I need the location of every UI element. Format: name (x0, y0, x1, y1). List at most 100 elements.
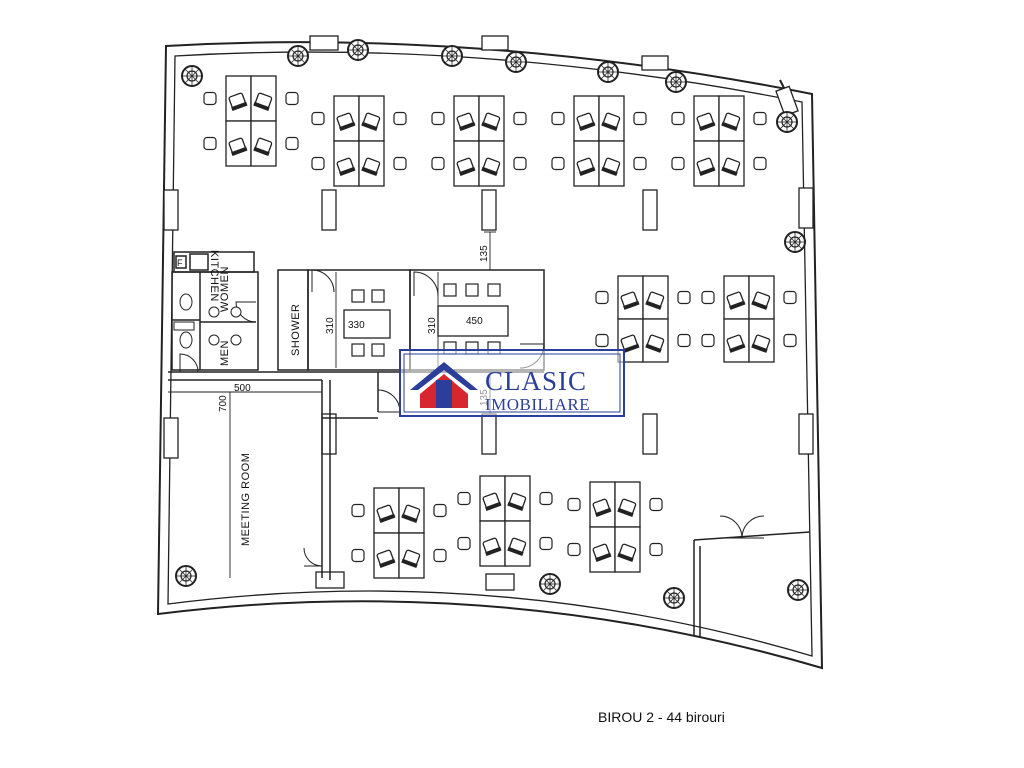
restroom-fixtures (173, 293, 242, 349)
office-chair (401, 549, 421, 569)
visitor-chair (203, 91, 217, 106)
desk-cluster (311, 95, 407, 187)
meeting-chair (465, 283, 479, 297)
label-kitchen: KITCHEN (208, 250, 220, 302)
visitor-chair (701, 290, 715, 305)
visitor-chair (393, 111, 407, 126)
visitor-chair (433, 503, 447, 518)
office-chair (482, 537, 502, 557)
meeting-chair (371, 289, 385, 303)
dim-700: 700 (218, 395, 229, 412)
office-chair (721, 157, 741, 177)
meeting-tables (343, 305, 509, 339)
visitor-chair (393, 156, 407, 171)
dim-310-b: 310 (427, 317, 438, 334)
visitor-chair (649, 542, 663, 557)
office-chair (696, 112, 716, 132)
dim-450: 450 (466, 316, 483, 327)
visitor-chair (311, 111, 325, 126)
visitor-chair (539, 491, 553, 506)
office-chair (601, 112, 621, 132)
visitor-chair (551, 156, 565, 171)
visitor-chair (431, 111, 445, 126)
visitor-chair (783, 290, 797, 305)
visitor-chair (753, 156, 767, 171)
visitor-chair (671, 111, 685, 126)
visitor-chair (567, 497, 581, 512)
office-chair (481, 157, 501, 177)
column (347, 39, 369, 61)
meeting-chair (487, 283, 501, 297)
column (539, 573, 561, 595)
office-chair (228, 92, 248, 112)
office-chair (751, 291, 771, 310)
visitor-chair (649, 497, 663, 512)
logo-line2: IMOBILIARE (485, 395, 590, 414)
desk-cluster (701, 275, 797, 363)
office-chair (645, 334, 665, 353)
visitor-chair (633, 111, 647, 126)
office-chair (507, 492, 527, 512)
office-chair (481, 112, 501, 132)
office-chair (456, 112, 476, 132)
office-chair (620, 334, 640, 353)
visitor-chair (783, 333, 797, 348)
office-chair (751, 334, 771, 353)
desk-cluster (457, 475, 553, 567)
visitor-chair (285, 91, 299, 106)
plan-caption: BIROU 2 - 44 birouri (598, 709, 725, 725)
column (784, 231, 806, 253)
office-chair (592, 498, 612, 518)
desk-cluster (431, 95, 527, 187)
office-chair (336, 157, 356, 177)
column (441, 45, 463, 67)
office-chair (617, 543, 637, 563)
label-men: MEN (219, 340, 231, 366)
office-chair (721, 112, 741, 132)
visitor-chair (311, 156, 325, 171)
visitor-chair (539, 536, 553, 551)
office-chair (576, 157, 596, 177)
visitor-chair (431, 156, 445, 171)
visitor-chair (595, 333, 609, 348)
visitor-chair (633, 156, 647, 171)
office-chair (253, 137, 273, 157)
logo-line1: CLASIC (485, 366, 587, 396)
visitor-chair (551, 111, 565, 126)
column (181, 65, 203, 87)
office-chair (696, 157, 716, 177)
column (663, 587, 685, 609)
office-chair (601, 157, 621, 177)
office-chair (361, 112, 381, 132)
visitor-chair (457, 536, 471, 551)
column (597, 61, 619, 83)
house-roof-icon (410, 362, 478, 408)
label-shower: SHOWER (290, 304, 302, 357)
meeting-chair (351, 343, 365, 357)
visitor-chair (753, 111, 767, 126)
office-chair (401, 504, 421, 524)
visitor-chair (513, 156, 527, 171)
visitor-chair (351, 503, 365, 518)
clasic-imobiliare-logo: CLASIC IMOBILIARE (399, 349, 625, 417)
office-chair (507, 537, 527, 557)
column (175, 565, 197, 587)
office-chair (726, 334, 746, 353)
visitor-chair (567, 542, 581, 557)
visitor-chair (285, 136, 299, 151)
visitor-chair (513, 111, 527, 126)
visitor-chair (351, 548, 365, 563)
structural-columns (175, 39, 809, 609)
office-chair (576, 112, 596, 132)
office-chair (336, 112, 356, 132)
dim-310-a: 310 (325, 317, 336, 334)
visitor-chair (671, 156, 685, 171)
office-chair (456, 157, 476, 177)
visitor-chair (457, 491, 471, 506)
office-chair (726, 291, 746, 310)
office-chair (592, 543, 612, 563)
desk-cluster (567, 481, 663, 573)
dim-500: 500 (234, 383, 251, 394)
label-women: WOMEN (219, 266, 231, 312)
